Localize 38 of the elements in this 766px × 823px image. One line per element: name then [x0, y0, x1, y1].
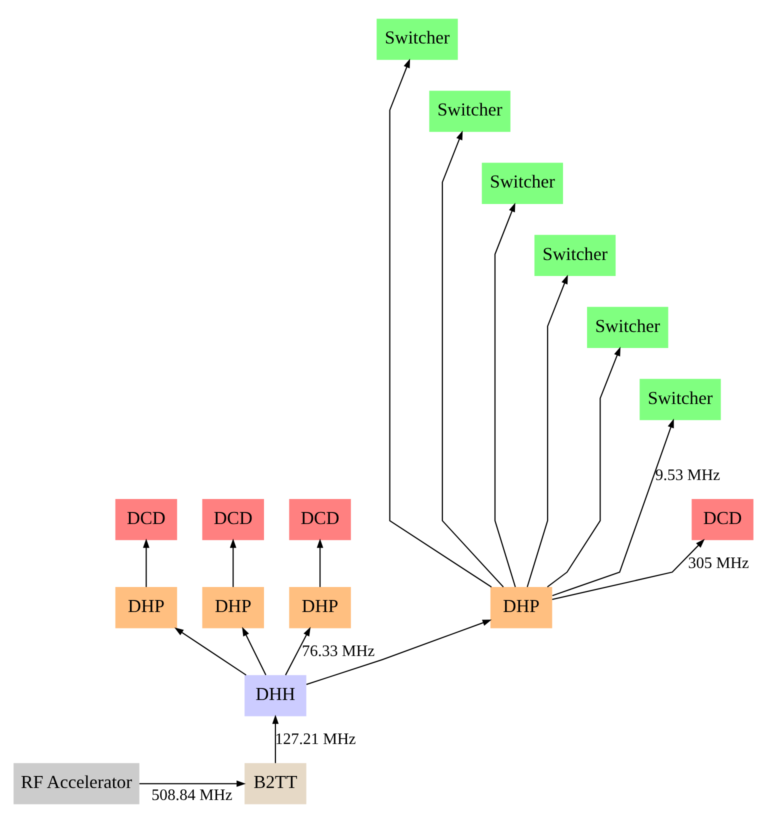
- node-box: RF Accelerator: [13, 763, 139, 804]
- node-box: DCD: [202, 498, 264, 540]
- arrow: [526, 274, 568, 588]
- node-box: Switcher: [481, 162, 563, 204]
- node-box: DCD: [288, 498, 350, 540]
- node-box: DHP: [202, 587, 264, 628]
- node-box: DHP: [490, 587, 552, 628]
- node-box: B2TT: [244, 763, 306, 804]
- node-box: Switcher: [534, 234, 616, 276]
- arrow: [138, 780, 246, 787]
- arrow: [242, 626, 266, 676]
- arrow: [142, 538, 149, 587]
- node-box: Switcher: [376, 18, 458, 60]
- edge-label: 305 MHz: [688, 554, 748, 572]
- node-box: Switcher: [639, 378, 720, 420]
- node-box: DHP: [114, 587, 177, 628]
- edge-label: 508.84 MHz: [151, 786, 232, 804]
- edge-label: 9.53 MHz: [654, 466, 720, 484]
- node-box: Switcher: [428, 90, 510, 132]
- arrow: [546, 346, 620, 588]
- arrow: [284, 626, 310, 676]
- arrow: [174, 627, 246, 676]
- arrow: [441, 130, 504, 588]
- arrow: [306, 620, 492, 685]
- node-box: Switcher: [586, 306, 668, 348]
- node-box: DCD: [114, 498, 177, 540]
- node-box: DHP: [288, 587, 350, 628]
- arrow: [388, 58, 492, 588]
- node-box: DCD: [691, 498, 753, 540]
- edge-label: 127.21 MHz: [274, 730, 356, 748]
- arrow: [494, 202, 516, 588]
- arrow: [272, 714, 278, 764]
- arrow: [229, 538, 236, 587]
- arrow: [552, 538, 704, 600]
- arrow: [316, 538, 323, 587]
- node-box: DHH: [244, 675, 306, 716]
- arrow: [552, 418, 674, 596]
- edge-label: 76.33 MHz: [301, 642, 374, 660]
